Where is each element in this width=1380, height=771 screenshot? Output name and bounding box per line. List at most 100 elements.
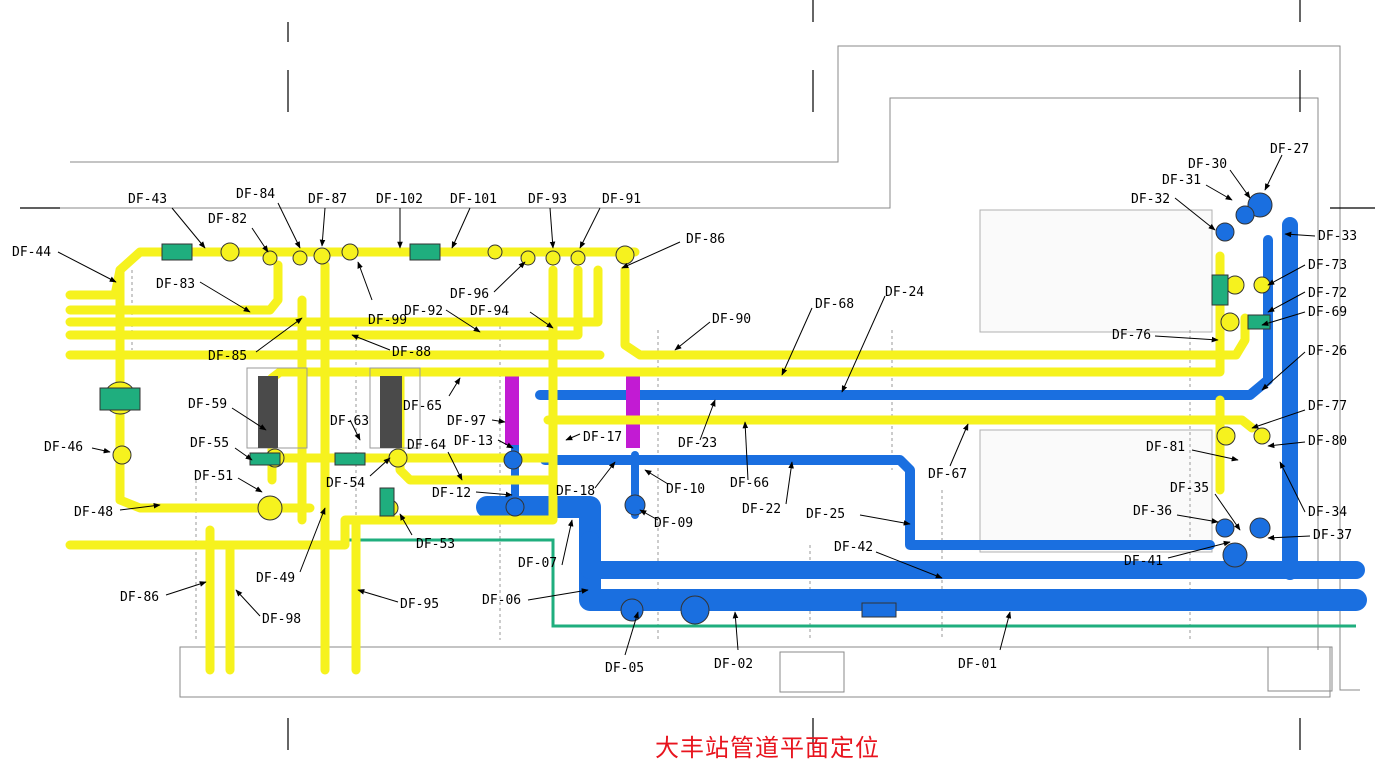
callout-leader-df90: [674, 321, 711, 351]
callout-label-df35: DF-35: [1170, 481, 1209, 496]
callout-leader-df73: [1267, 264, 1306, 286]
callout-label-df34: DF-34: [1308, 505, 1347, 520]
callout-leader-df64: [447, 451, 463, 481]
callout-leader-df86b: [165, 581, 207, 596]
callout-leader-df22: [785, 461, 794, 505]
callout-leader-df43: [171, 207, 206, 249]
callout-label-df77: DF-77: [1308, 399, 1347, 414]
callout-label-df32: DF-32: [1131, 192, 1170, 207]
callout-label-df91: DF-91: [602, 192, 641, 207]
valve-clusters: [99, 192, 1273, 625]
callout-label-df23: DF-23: [678, 436, 717, 451]
callout-label-df05: DF-05: [605, 661, 644, 676]
callout-leader-df46: [91, 447, 111, 454]
callout-leader-df44: [57, 251, 117, 283]
callout-leader-df25: [859, 514, 911, 526]
callout-label-df02: DF-02: [714, 657, 753, 672]
callout-leader-df67: [949, 423, 969, 467]
callout-leader-df06: [527, 588, 589, 601]
callout-leader-df76: [1154, 335, 1219, 343]
callout-label-df81: DF-81: [1146, 440, 1185, 455]
callout-leader-df17: [565, 433, 581, 441]
callout-leader-df41: [1167, 540, 1231, 559]
callout-label-df88: DF-88: [392, 345, 431, 360]
callout-label-df17: DF-17: [583, 430, 622, 445]
callout-leader-df77: [1251, 409, 1306, 429]
callout-label-df93: DF-93: [528, 192, 567, 207]
callout-label-df64: DF-64: [407, 438, 446, 453]
equipment-area: [979, 209, 1213, 553]
tank-equipment: [246, 367, 421, 449]
callout-leader-df85: [255, 317, 303, 353]
callout-leader-df54: [369, 457, 391, 477]
callout-leader-df87: [319, 207, 326, 247]
callout-label-df26: DF-26: [1308, 344, 1347, 359]
callout-label-df92: DF-92: [404, 304, 443, 319]
callout-leader-df101: [451, 207, 471, 249]
callout-label-df09: DF-09: [654, 516, 693, 531]
callout-label-df95: DF-95: [400, 597, 439, 612]
callout-leader-df07: [561, 519, 574, 566]
callout-label-df84: DF-84: [236, 187, 275, 202]
callout-label-df90: DF-90: [712, 312, 751, 327]
callout-label-df102: DF-102: [376, 192, 423, 207]
callout-leader-df42: [875, 551, 943, 579]
callout-leader-df66: [742, 421, 749, 481]
callout-leader-df93: [549, 207, 556, 249]
callout-leader-df02: [732, 611, 739, 651]
callout-label-df63: DF-63: [330, 414, 369, 429]
callout-leader-df96: [493, 261, 526, 293]
callout-leader-df94: [529, 311, 554, 329]
callout-leader-df31: [1205, 184, 1233, 201]
callout-label-df87: DF-87: [308, 192, 347, 207]
callout-leader-df51: [237, 477, 263, 493]
callout-leader-df98: [235, 589, 261, 617]
callout-label-df59: DF-59: [188, 397, 227, 412]
callout-label-df73: DF-73: [1308, 258, 1347, 273]
callout-label-df51: DF-51: [194, 469, 233, 484]
callout-leader-df68: [781, 307, 813, 376]
callout-leader-df88: [351, 334, 391, 351]
callout-leader-df69: [1261, 311, 1306, 326]
callout-label-df27: DF-27: [1270, 142, 1309, 157]
callout-label-df46: DF-46: [44, 440, 83, 455]
callout-leader-df18: [594, 461, 616, 489]
callout-leader-df23: [699, 399, 716, 441]
callout-leader-df24: [841, 295, 886, 393]
callout-leader-df30: [1229, 169, 1251, 199]
callout-leader-df12: [475, 491, 513, 498]
callout-leader-df26: [1261, 351, 1306, 391]
callout-leader-df59: [231, 407, 267, 431]
callout-leader-df36: [1176, 514, 1219, 524]
callout-leader-df84: [277, 202, 301, 249]
callout-label-df13: DF-13: [454, 434, 493, 449]
callout-label-df67: DF-67: [928, 467, 967, 482]
magenta-pipes: [505, 375, 640, 448]
callout-leader-df27: [1264, 154, 1283, 191]
callout-label-df76: DF-76: [1112, 328, 1151, 343]
callout-leader-df63: [349, 419, 361, 441]
grid-axis-marks: [20, 0, 1375, 750]
callout-leader-df82: [251, 227, 269, 253]
callout-leader-df55: [234, 447, 253, 461]
callout-leader-df83: [199, 281, 251, 313]
callout-leader-df32: [1174, 197, 1216, 231]
callout-leader-df91: [579, 207, 601, 249]
callout-label-df07: DF-07: [518, 556, 557, 571]
callout-leader-df99: [357, 261, 373, 301]
callout-label-df36: DF-36: [1133, 504, 1172, 519]
yellow-pipes: [65, 247, 1257, 675]
callout-label-df86a: DF-86: [686, 232, 725, 247]
callout-label-df66: DF-66: [730, 476, 769, 491]
callout-label-df53: DF-53: [416, 537, 455, 552]
callout-label-df49: DF-49: [256, 571, 295, 586]
drawing-title: 大丰站管道平面定位: [655, 734, 880, 762]
callout-label-df85: DF-85: [208, 349, 247, 364]
callout-label-df80: DF-80: [1308, 434, 1347, 449]
callout-label-df86b: DF-86: [120, 590, 159, 605]
callout-label-df31: DF-31: [1162, 173, 1201, 188]
callout-label-df83: DF-83: [156, 277, 195, 292]
callout-label-df22: DF-22: [742, 502, 781, 517]
